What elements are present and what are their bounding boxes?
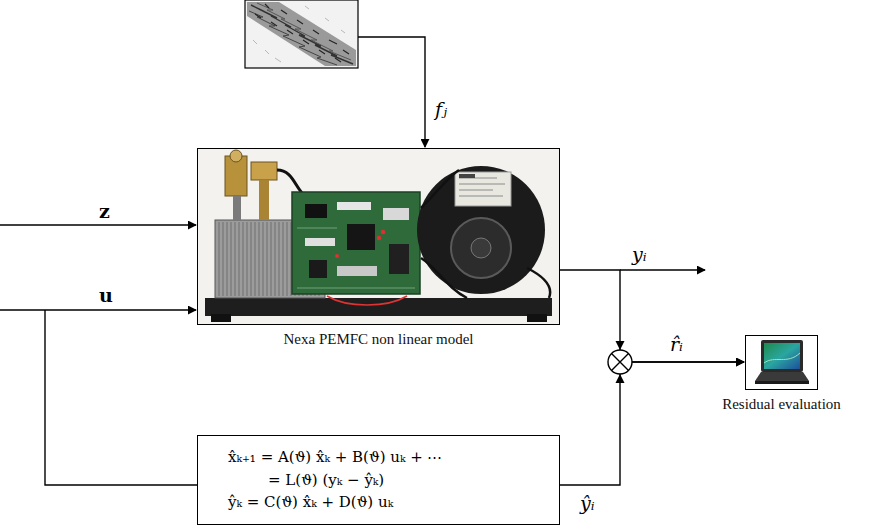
observer-box: x̂ₖ₊₁ = A(ϑ) x̂ₖ + B(ϑ) uₖ + ⋯= L(ϑ) (yₖ…: [197, 435, 560, 525]
input-u-branch: [45, 310, 197, 485]
node-caption: Residual evaluation: [722, 395, 841, 413]
output-y-line: [620, 269, 705, 270]
signal-label: yᵢ: [630, 243, 649, 266]
node-caption: Nexa PEMFC non linear model: [284, 330, 474, 348]
input-z-line: [0, 224, 196, 225]
signal-label: fⱼ: [433, 98, 449, 121]
fault-input-line: [358, 37, 425, 147]
fault-texture-image: [245, 0, 358, 68]
signal-arrow: [560, 362, 744, 485]
equation-text: = L(ϑ) (yₖ − ŷₖ): [228, 469, 529, 492]
signal-label: ŷᵢ: [578, 492, 597, 515]
comparator-symbol: [608, 341, 632, 383]
equation-text: ŷₖ = C(ϑ) x̂ₖ + D(ϑ) uₖ: [228, 491, 529, 514]
signal-label: z: [97, 200, 112, 223]
model-photo-box: Nexa PEMFC non linear model: [197, 148, 560, 325]
pemfc-photo: [197, 148, 560, 325]
equation-text: x̂ₖ₊₁ = A(ϑ) x̂ₖ + B(ϑ) uₖ + ⋯: [228, 446, 529, 469]
signal-label: u: [97, 284, 115, 307]
signal-label: r̂ᵢ: [668, 333, 685, 356]
laptop-icon: [745, 335, 818, 390]
laptop-box: Residual evaluation: [745, 335, 818, 390]
signal-arrow: [560, 270, 744, 362]
input-u-line: [0, 309, 196, 310]
